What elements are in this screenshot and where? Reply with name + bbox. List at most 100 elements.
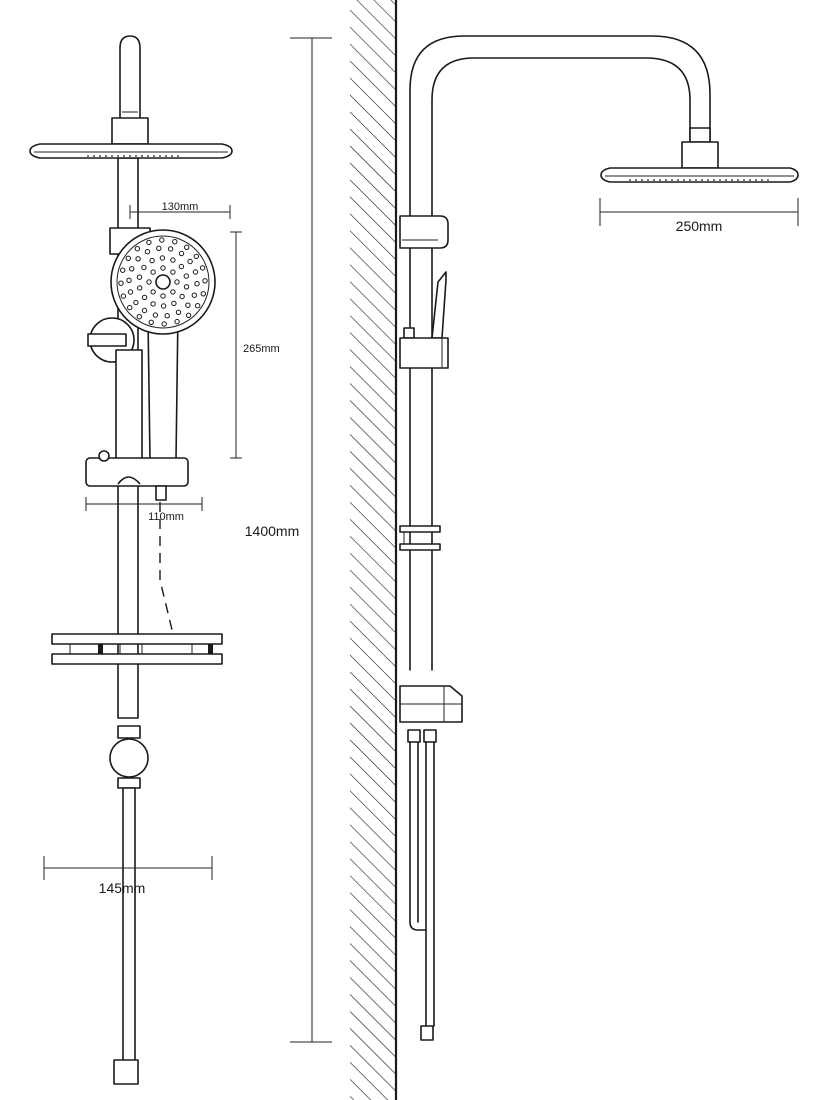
spray-hole [184, 244, 190, 251]
nozzle-dot [689, 179, 691, 181]
spray-hole [160, 303, 167, 309]
spray-hole [185, 302, 191, 308]
side-mixer-valve [399, 685, 463, 723]
spray-hole [150, 289, 156, 295]
nozzle-dot [743, 179, 745, 181]
spray-hole [160, 293, 166, 299]
hose [122, 787, 136, 1064]
spray-hole [125, 255, 132, 261]
nozzle-dot [641, 179, 643, 181]
nozzle-dot [719, 179, 721, 181]
head-connector [111, 117, 149, 145]
spray-hole [150, 269, 156, 275]
spray-hole [194, 281, 200, 287]
nozzle-dot [147, 155, 149, 157]
spray-hole [195, 303, 201, 309]
nozzle-dot [767, 179, 769, 181]
nozzle-dot [129, 155, 131, 157]
arm-dimension-label: 130mm [162, 201, 199, 213]
nozzle-dot [159, 155, 161, 157]
spray-hole [127, 289, 134, 295]
nozzle-dot [171, 155, 173, 157]
arm-dimension: 130mm [129, 201, 231, 219]
spray-hole [120, 293, 127, 299]
spray-hole [118, 280, 124, 286]
slide-holder [85, 450, 189, 501]
nozzle-dot [761, 179, 763, 181]
spray-hole [183, 284, 190, 290]
side-view: 250mm [399, 35, 799, 1041]
spray-hole [199, 265, 206, 271]
handset-dimension-label: 265mm [243, 343, 280, 355]
nozzle-dot [105, 155, 107, 157]
head-dimension-label: 250mm [676, 218, 723, 234]
spray-hole [187, 258, 193, 265]
spray-hole [126, 277, 132, 283]
top-riser [119, 35, 141, 118]
spray-hole [146, 239, 152, 246]
holder-dimension-label: 110mm [148, 511, 184, 523]
side-hose-left [409, 741, 427, 931]
total-height-dimension: 1400mm [238, 37, 332, 1043]
side-soap-shelf [399, 525, 441, 551]
spray-hole [141, 307, 148, 314]
nozzle-dot [647, 179, 649, 181]
spray-hole [150, 301, 156, 307]
nozzle-dot [123, 155, 125, 157]
nozzle-dot [665, 179, 667, 181]
spray-hole [134, 246, 141, 252]
spray-hole [175, 309, 182, 315]
nozzle-dot [117, 155, 119, 157]
spray-hole [193, 253, 200, 260]
spray-hole [135, 256, 141, 262]
spray-hole [164, 313, 170, 319]
spray-hole [148, 319, 154, 325]
nozzle-dot [635, 179, 637, 181]
nozzle-dot [99, 155, 101, 157]
nozzle-dot [671, 179, 673, 181]
spray-hole [137, 285, 143, 291]
handset-dimension: 265mm [230, 231, 280, 459]
spray-hole [202, 278, 208, 284]
spray-hole [136, 314, 143, 320]
nozzle-dot [713, 179, 715, 181]
bracket-dimension: 145mm [43, 856, 213, 896]
nozzle-dot [659, 179, 661, 181]
spray-hole [170, 289, 176, 295]
spray-hole [171, 300, 177, 307]
gooseneck-arm [409, 35, 711, 671]
side-head-connector [681, 141, 719, 169]
spray-hole [178, 250, 185, 257]
rain-head-front [29, 143, 233, 159]
nozzle-dot [87, 155, 89, 157]
total-height-label: 1400mm [245, 523, 299, 539]
side-hose-right [425, 741, 435, 1027]
spray-hole [200, 291, 207, 297]
spray-hole [172, 239, 178, 245]
nozzle-dot [177, 155, 179, 157]
nozzle-dot [749, 179, 751, 181]
spray-hole [192, 269, 199, 275]
spray-hole [144, 249, 151, 255]
spray-hole [185, 312, 192, 318]
spray-hole [159, 255, 166, 261]
spray-hole [174, 279, 180, 285]
front-view: 130mm 265mm [29, 35, 280, 1085]
side-slide-holder [399, 327, 449, 369]
nozzle-dot [165, 155, 167, 157]
nozzle-dot [695, 179, 697, 181]
nozzle-dot [755, 179, 757, 181]
nozzle-dot [725, 179, 727, 181]
spray-hole [149, 257, 155, 264]
nozzle-dot [93, 155, 95, 157]
spray-hole [133, 299, 139, 306]
side-hand-shower [431, 271, 447, 339]
spray-hole [141, 264, 147, 271]
head-dimension: 250mm [599, 198, 799, 234]
bracket-dimension-label: 145mm [99, 880, 146, 896]
spray-hole [152, 312, 159, 318]
spray-hole [159, 237, 165, 243]
mixer-valve [109, 725, 149, 789]
side-upper-bracket [399, 215, 449, 249]
